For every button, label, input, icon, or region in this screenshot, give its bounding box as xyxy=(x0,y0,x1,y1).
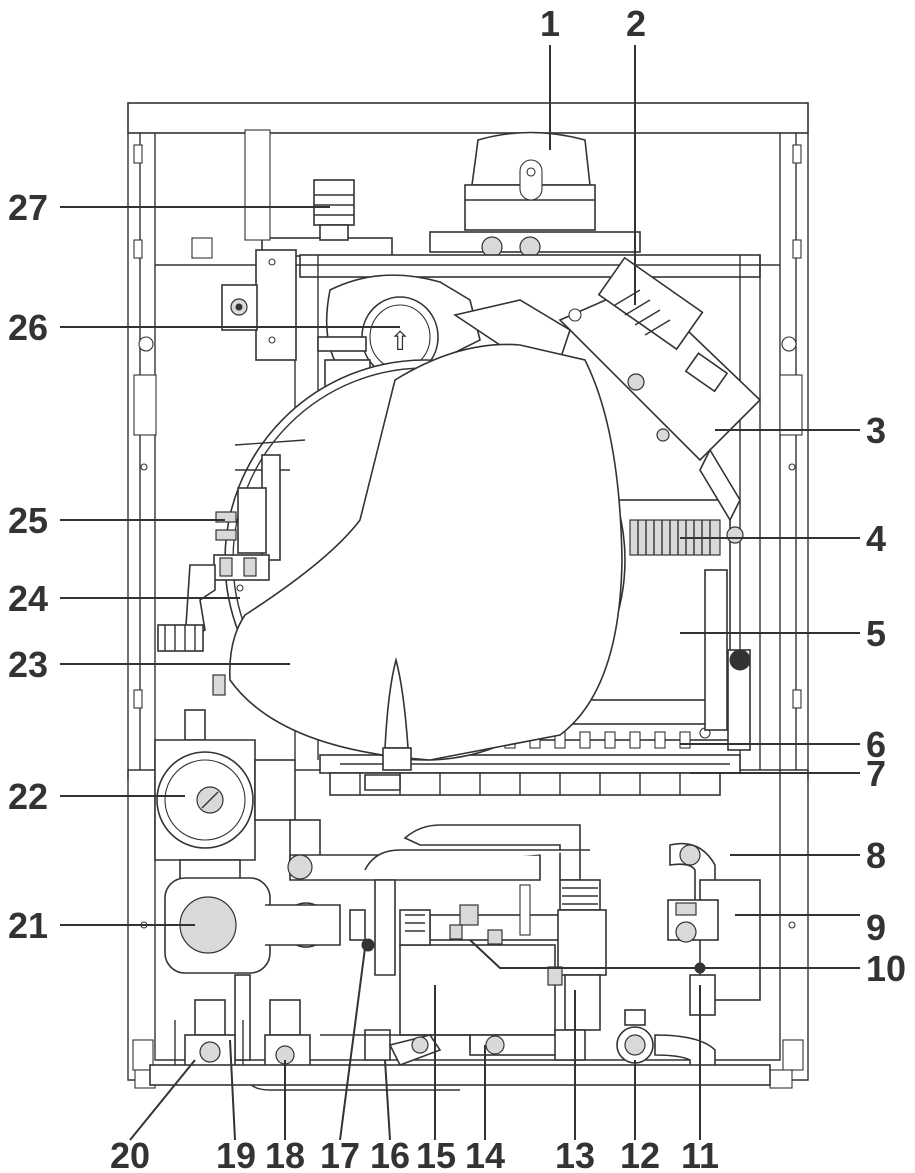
leader-lines xyxy=(60,45,860,1141)
callout-20: 20 xyxy=(110,1135,150,1173)
leader-17 xyxy=(339,947,366,1141)
left-wiring xyxy=(157,439,306,696)
callout-26: 26 xyxy=(8,307,48,348)
callout-7: 7 xyxy=(866,753,886,794)
callout-18: 18 xyxy=(265,1135,305,1173)
callout-6: 6 xyxy=(866,724,886,765)
hydraulic-block xyxy=(149,824,771,1091)
chassis-frame xyxy=(244,129,761,770)
callout-14: 14 xyxy=(465,1135,505,1173)
callout-17: 17 xyxy=(320,1135,360,1173)
callout-27: 27 xyxy=(8,187,48,228)
ignition-electrode xyxy=(364,656,412,791)
callout-23: 23 xyxy=(8,644,48,685)
leader-16 xyxy=(384,1059,391,1141)
automatic-air-vent xyxy=(191,179,355,259)
callout-11: 11 xyxy=(681,1135,719,1173)
callout-16: 16 xyxy=(370,1135,410,1173)
callout-4: 4 xyxy=(866,518,886,559)
callout-15: 15 xyxy=(416,1135,456,1173)
callout-24: 24 xyxy=(8,578,48,619)
callout-10: 10 xyxy=(866,948,906,989)
flue-outlet xyxy=(429,131,641,258)
callout-9: 9 xyxy=(866,907,886,948)
combustion-chamber-cover xyxy=(224,343,626,761)
callout-21: 21 xyxy=(8,905,48,946)
callout-22: 22 xyxy=(8,776,48,817)
leader-10 xyxy=(469,939,860,969)
callout-5: 5 xyxy=(866,613,886,654)
circulation-pump xyxy=(154,709,321,886)
leader-20 xyxy=(129,1059,196,1141)
callout-1: 1 xyxy=(540,3,560,44)
callout-3: 3 xyxy=(866,410,886,451)
callout-12: 12 xyxy=(620,1135,660,1173)
flow-pipe-right xyxy=(699,448,751,751)
callout-13: 13 xyxy=(555,1135,595,1173)
callout-25: 25 xyxy=(8,500,48,541)
callout-8: 8 xyxy=(866,835,886,876)
gas-valve-assembly xyxy=(453,256,762,462)
callout-19: 19 xyxy=(216,1135,256,1173)
callout-2: 2 xyxy=(626,3,646,44)
leader-19 xyxy=(229,1039,236,1141)
callout-numbers: 1 2 3 4 5 6 7 8 9 10 11 12 13 14 15 16 1… xyxy=(8,3,906,1173)
bracket-left xyxy=(221,284,258,331)
up-arrow-icon: ⇧ xyxy=(389,327,411,357)
